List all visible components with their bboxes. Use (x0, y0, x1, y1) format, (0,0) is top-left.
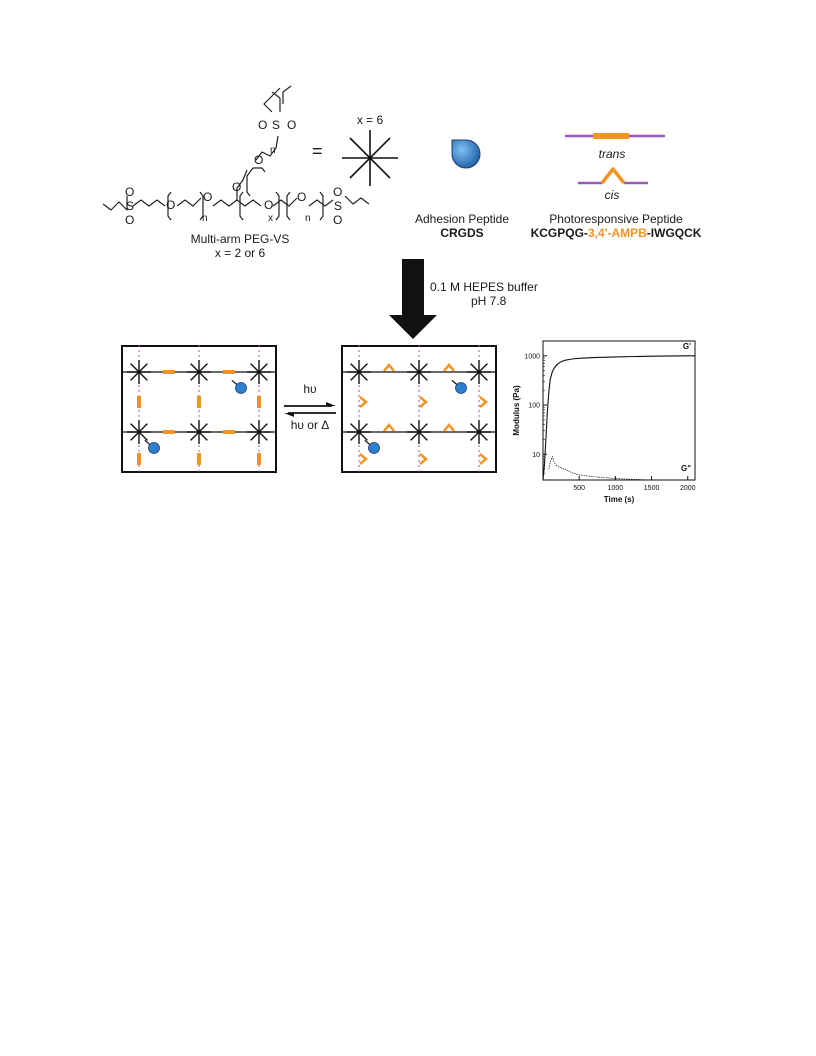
y-tick-label: 10 (532, 452, 540, 459)
x-tick-label: 1000 (608, 485, 624, 492)
series-g-prime-line (542, 355, 695, 481)
network-star-icon (347, 420, 371, 444)
star-crosslinker-icon (342, 130, 398, 186)
linker-cis (419, 396, 428, 408)
arrow-reverse-label: hυ or Δ (290, 418, 330, 432)
network-droplet-icon (364, 439, 380, 454)
network-star-icon (127, 360, 151, 384)
peg-o-sr1: O (333, 185, 343, 199)
peg-n-2: n (305, 213, 311, 224)
adhesion-droplet-icon (451, 139, 481, 169)
peg-o-st1: O (258, 118, 268, 132)
series-label: G" (681, 464, 691, 473)
network-star-icon (467, 420, 491, 444)
arrow-forward-label: hυ (303, 382, 317, 396)
series-g-double-prime-line (548, 455, 695, 481)
peg-o-3: O (264, 198, 274, 212)
peg-o-4: O (297, 190, 307, 204)
equals-sign: = (312, 141, 323, 161)
peg-n-3: n (270, 145, 276, 156)
cis-peptide-icon (578, 167, 648, 185)
linker-cis (419, 453, 428, 465)
network-star-icon (187, 360, 211, 384)
peg-o-st2: O (287, 118, 297, 132)
peg-o-sl1: O (125, 185, 135, 199)
seq-part-3: -IWGQCK (646, 226, 702, 240)
seq-part-1: KCGPQG- (530, 226, 588, 240)
network-droplet-icon (231, 379, 247, 394)
x-tick-label: 500 (573, 485, 585, 492)
adhesion-label: Adhesion Peptide (414, 212, 510, 226)
equilibrium-arrows-icon (284, 402, 336, 417)
peg-s-top: S (272, 118, 281, 132)
y-axis-label: Modulus (Pa) (512, 385, 521, 436)
peg-s-right: S (334, 199, 343, 213)
linker-cis (443, 363, 455, 372)
linker-cis (359, 396, 368, 408)
star-x-label: x = 6 (356, 113, 384, 127)
adhesion-sequence: CRGDS (440, 226, 484, 240)
network-star-icon (407, 360, 431, 384)
trans-label: trans (598, 147, 626, 161)
peg-x-values: x = 2 or 6 (214, 246, 266, 260)
network-star-icon (247, 420, 271, 444)
peg-s-left: S (126, 199, 135, 213)
trans-peptide-icon (565, 133, 665, 139)
peg-x: x (268, 213, 273, 224)
cis-label: cis (604, 188, 620, 202)
series-label: G' (683, 342, 691, 351)
network-droplet-icon (144, 439, 160, 454)
x-tick-label: 2000 (680, 485, 696, 492)
linker-cis (479, 453, 488, 465)
network-panel-trans (121, 345, 277, 473)
network-star-icon (247, 360, 271, 384)
y-tick-label: 100 (528, 403, 540, 410)
peg-o-5: O (232, 180, 242, 194)
network-star-icon (127, 420, 151, 444)
x-axis-label: Time (s) (604, 495, 635, 504)
peg-n-1: n (202, 213, 208, 224)
photoresponsive-label: Photoresponsive Peptide (549, 212, 683, 226)
peg-name: Multi-arm PEG-VS (190, 232, 290, 246)
peg-o-1: O (166, 198, 176, 212)
linker-cis (443, 423, 455, 432)
y-tick-label: 1000 (524, 353, 540, 360)
plot-frame (542, 340, 696, 481)
buffer-line-2: pH 7.8 (471, 294, 507, 308)
network-star-icon (407, 420, 431, 444)
photoresponsive-sequence: KCGPQG-3,4'-AMPB-IWGQCK (531, 226, 702, 240)
linker-cis (359, 453, 368, 465)
linker-cis (383, 423, 395, 432)
reaction-down-arrow-icon (389, 259, 437, 339)
seq-part-ampb: 3,4'-AMPB (587, 226, 647, 240)
network-panel-cis (341, 345, 497, 473)
peg-o-sl2: O (125, 213, 135, 227)
linker-cis (479, 396, 488, 408)
buffer-line-1: 0.1 M HEPES buffer (430, 280, 538, 294)
network-droplet-icon (451, 379, 467, 394)
x-tick-label: 1500 (644, 485, 660, 492)
linker-cis (383, 363, 395, 372)
peg-o-sr2: O (333, 213, 343, 227)
network-star-icon (187, 420, 211, 444)
network-star-icon (347, 360, 371, 384)
peg-o-2: O (203, 190, 213, 204)
network-star-icon (467, 360, 491, 384)
peg-o-6: O (254, 153, 264, 167)
